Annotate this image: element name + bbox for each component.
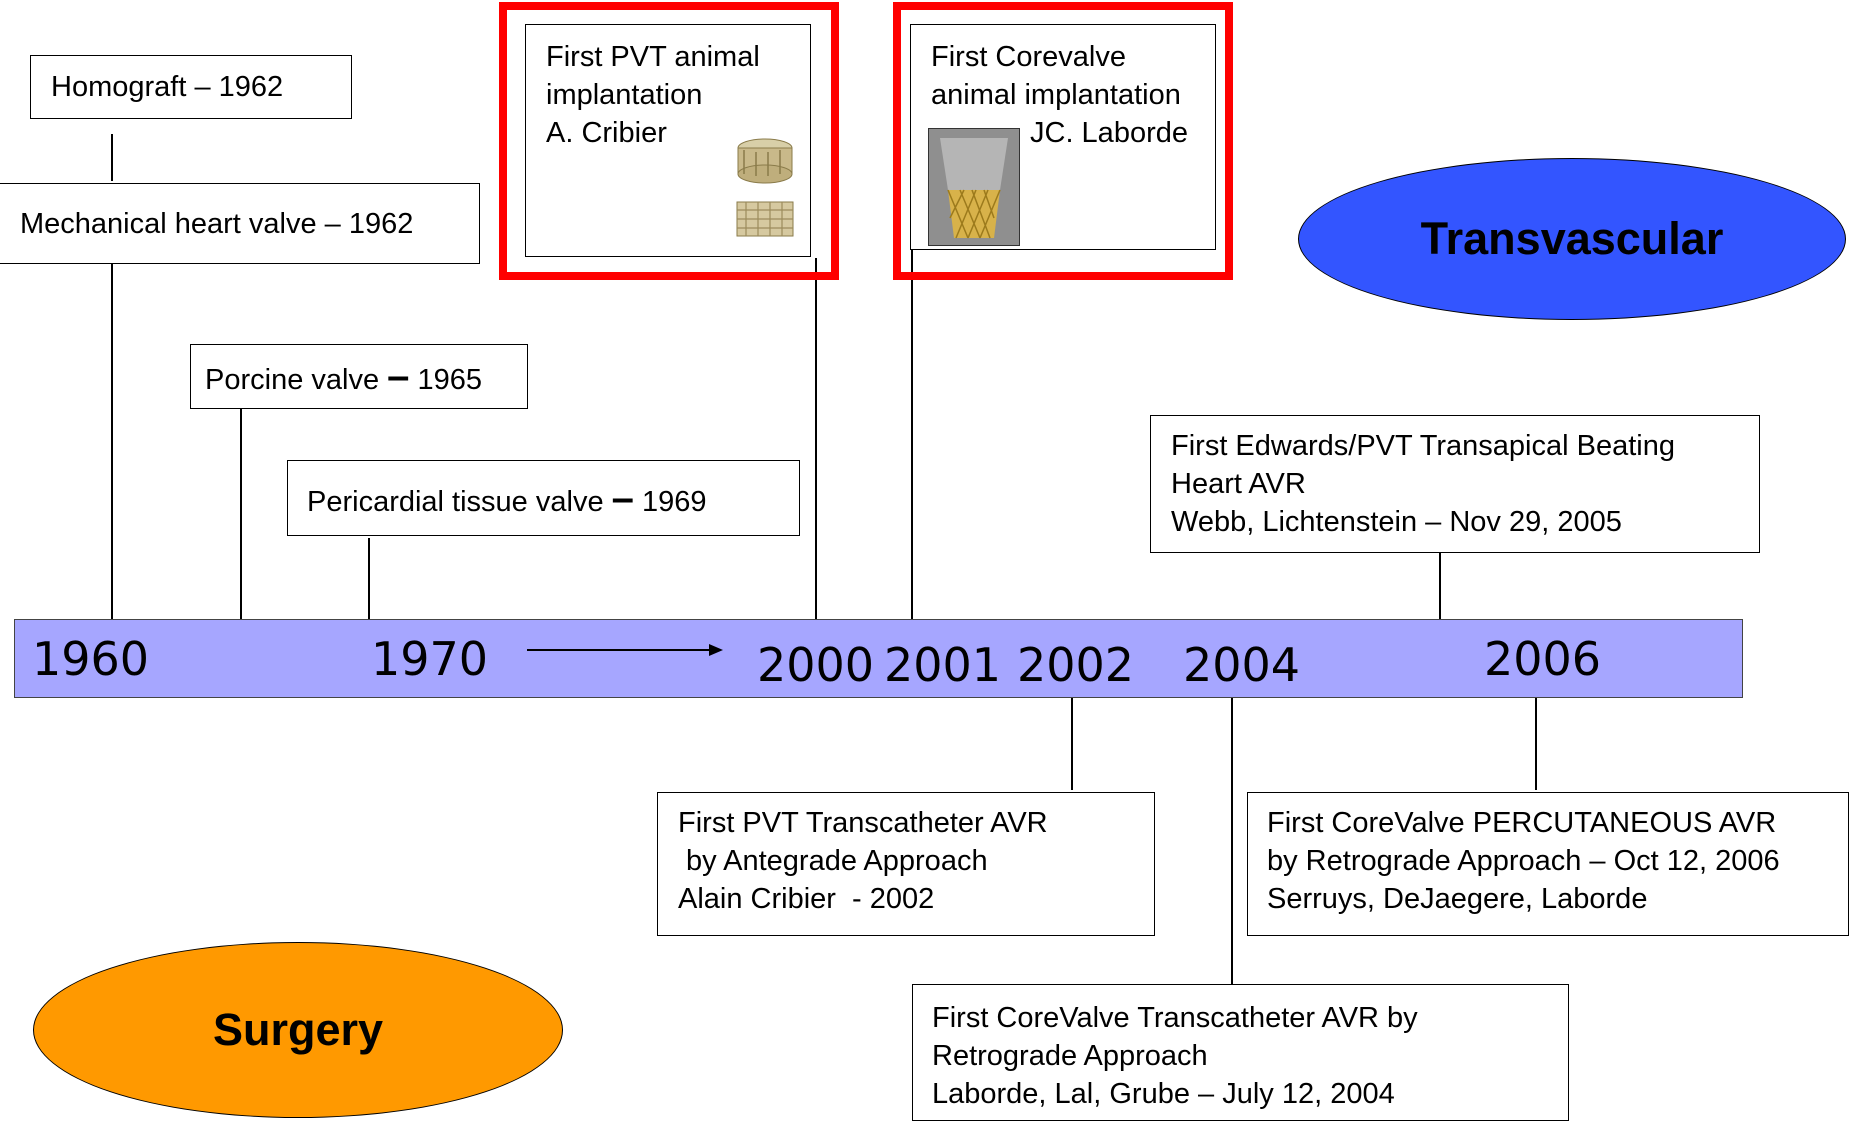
corevalve-percutaneous-box: First CoreValve PERCUTANEOUS AVR by Retr… [1247,792,1849,936]
corevalve-transcatheter-line-3: Laborde, Lal, Grube – July 12, 2004 [932,1078,1395,1110]
edwards-line-2: Heart AVR [1171,468,1306,500]
connector-corevalve-animal [911,250,913,619]
surgery-oval: Surgery [33,942,563,1118]
pericardial-valve-label: Pericardial tissue valve – 1969 [307,476,707,520]
connector-homograft [111,134,113,181]
connector-pvt-transcatheter [1071,698,1073,790]
homograft-box: Homograft – 1962 [30,55,352,119]
corevalve-animal-line-1: First Corevalve [931,41,1126,73]
homograft-label: Homograft – 1962 [51,71,284,103]
pvt-animal-line-3: A. Cribier [546,117,667,149]
mechanical-valve-label: Mechanical heart valve – 1962 [20,208,414,240]
connector-porcine [240,408,242,619]
year-label-1960: 1960 [32,632,150,686]
pvt-transcatheter-box: First PVT Transcatheter AVR by Antegrade… [657,792,1155,936]
pvt-animal-line-1: First PVT animal [546,41,760,73]
year-label-1970: 1970 [371,632,489,686]
connector-mechanical [111,263,113,619]
connector-pericardial [368,538,370,619]
corevalve-percutaneous-line-3: Serruys, DeJaegere, Laborde [1267,883,1648,915]
corevalve-transcatheter-box: First CoreValve Transcatheter AVR by Ret… [912,984,1569,1121]
corevalve-percutaneous-line-2: by Retrograde Approach – Oct 12, 2006 [1267,845,1780,877]
connector-edwards [1439,553,1441,619]
year-label-2002: 2002 [1017,638,1135,692]
corevalve-animal-line-2: animal implantation [931,79,1181,111]
connector-corevalve-transcatheter [1231,698,1233,985]
edwards-transapical-box: First Edwards/PVT Transapical Beating He… [1150,415,1760,553]
corevalve-percutaneous-line-1: First CoreValve PERCUTANEOUS AVR [1267,807,1777,839]
transvascular-oval: Transvascular [1298,158,1846,320]
year-label-2000: 2000 [757,638,875,692]
edwards-line-1: First Edwards/PVT Transapical Beating [1171,430,1675,462]
year-label-2004: 2004 [1183,638,1301,692]
connector-corevalve-percutaneous [1535,698,1537,790]
corevalve-transcatheter-line-1: First CoreValve Transcatheter AVR by [932,1002,1418,1034]
highlight-frame-pvt-animal [499,2,839,280]
timeline-arrow-icon [527,644,723,656]
pvt-valve-thumbnail [736,138,794,237]
edwards-line-3: Webb, Lichtenstein – Nov 29, 2005 [1171,506,1622,538]
corevalve-animal-line-3: JC. Laborde [1030,117,1188,149]
pericardial-valve-box: Pericardial tissue valve – 1969 [287,460,800,536]
porcine-valve-box: Porcine valve – 1965 [190,344,528,409]
year-label-2001: 2001 [884,638,1002,692]
pvt-transcatheter-line-1: First PVT Transcatheter AVR [678,807,1048,839]
connector-pvt-animal [815,258,817,619]
corevalve-transcatheter-line-2: Retrograde Approach [932,1040,1208,1072]
mechanical-valve-box: Mechanical heart valve – 1962 [0,183,480,264]
year-label-2006: 2006 [1484,632,1602,686]
pvt-animal-line-2: implantation [546,79,703,111]
corevalve-thumbnail [928,128,1020,246]
timeline-bar [14,619,1743,698]
pvt-transcatheter-line-2: by Antegrade Approach [678,845,988,877]
porcine-valve-label: Porcine valve – 1965 [205,354,482,398]
pvt-transcatheter-line-3: Alain Cribier - 2002 [678,883,935,915]
highlight-frame-corevalve-animal [893,2,1233,280]
